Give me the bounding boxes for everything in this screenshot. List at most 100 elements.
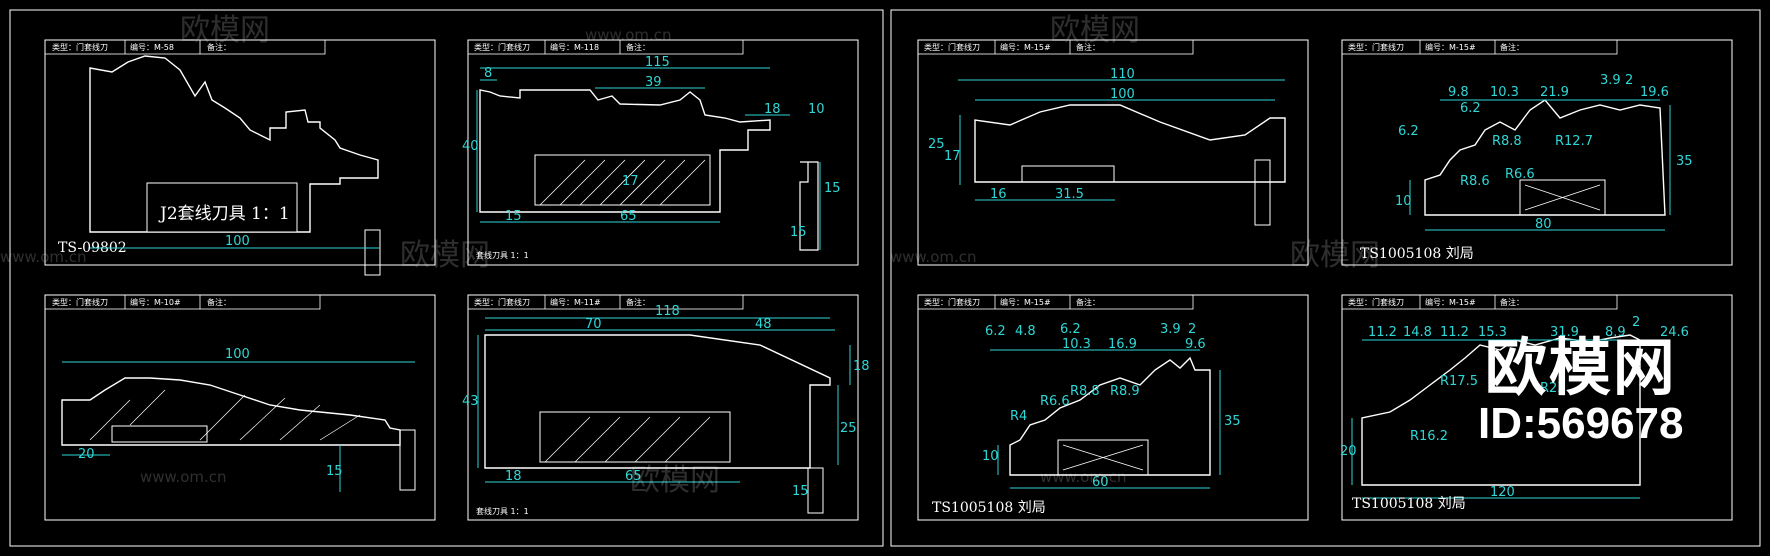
watermark-site: www.om.cn bbox=[0, 248, 87, 266]
header-type: 类型：门套线刀 bbox=[924, 42, 980, 52]
dim-r12-7: R12.7 bbox=[1555, 134, 1593, 149]
dim-21-9: 21.9 bbox=[1540, 85, 1569, 100]
watermark-logo: 欧模网 bbox=[180, 13, 270, 48]
watermark: 欧模网 欧模网 欧模网 欧模网 欧模网 www.om.cn www.om.cn … bbox=[0, 13, 1380, 498]
dim-18b: 18 bbox=[505, 469, 522, 484]
header-code: 编号：M-15# bbox=[1000, 297, 1051, 307]
dim-25: 25 bbox=[928, 137, 945, 152]
dim-35: 35 bbox=[1676, 154, 1693, 169]
drawing-title: TS1005108 刘局 bbox=[932, 500, 1046, 516]
dim-18: 18 bbox=[853, 359, 870, 374]
title-block: 类型：门套线刀 编号：M-118 备注： bbox=[467, 39, 744, 55]
dim-80: 80 bbox=[1535, 217, 1552, 232]
dim-25: 25 bbox=[840, 421, 857, 436]
dim-14-8: 14.8 bbox=[1403, 325, 1432, 340]
dim-115: 115 bbox=[645, 55, 670, 70]
dim-15-3: 15.3 bbox=[1478, 325, 1507, 340]
title-block: 类型：门套线刀 编号：M-10# 备注： bbox=[44, 294, 321, 310]
header-type: 类型：门套线刀 bbox=[474, 42, 530, 52]
header-type: 类型：门套线刀 bbox=[1348, 297, 1404, 307]
dim-20: 20 bbox=[78, 447, 95, 462]
title-block: 类型：门套线刀 编号：M-15# 备注： bbox=[917, 39, 1194, 55]
header-code: 编号：M-15# bbox=[1425, 297, 1476, 307]
header-code: 编号：M-10# bbox=[130, 297, 181, 307]
dim-15: 15 bbox=[792, 484, 809, 499]
header-note: 备注： bbox=[626, 297, 650, 307]
dim-2: 2 bbox=[1632, 315, 1640, 330]
dim-100: 100 bbox=[225, 347, 250, 362]
dim-60: 60 bbox=[1092, 475, 1109, 490]
dim-31-5: 31.5 bbox=[1055, 187, 1084, 202]
dim-110: 110 bbox=[1110, 67, 1135, 82]
blade-profile bbox=[1361, 334, 1641, 486]
dim-15b: 15 bbox=[824, 181, 841, 196]
dim-r6-6: R6.6 bbox=[1505, 167, 1535, 182]
dim-3-9: 3.9 bbox=[1160, 322, 1181, 337]
dim-8: 8 bbox=[484, 66, 492, 81]
header-type: 类型：门套线刀 bbox=[1348, 42, 1404, 52]
dim-39: 39 bbox=[645, 75, 662, 90]
dim-r16-2: R16.2 bbox=[1410, 429, 1448, 444]
dim-9-8: 9.8 bbox=[1448, 85, 1469, 100]
dim-6-2b: 6.2 bbox=[1398, 124, 1419, 139]
dim-r17-5: R17.5 bbox=[1440, 374, 1478, 389]
header-type: 类型：门套线刀 bbox=[52, 42, 108, 52]
dim-40: 40 bbox=[462, 139, 479, 154]
watermark-site: www.om.cn bbox=[1040, 468, 1127, 486]
drawing-title: J2套线刀具 1：1 bbox=[158, 204, 290, 224]
title-block: 类型：门套线刀 编号：M-15# 备注： bbox=[1341, 39, 1618, 55]
drawing-title: TS1005108 刘局 bbox=[1352, 496, 1466, 512]
dim-10: 10 bbox=[1395, 194, 1412, 209]
drawing-panel-7: 类型：门套线刀 编号：M-15# 备注： 6.2 4.8 6.2 10.3 16… bbox=[917, 294, 1309, 521]
header-note: 备注： bbox=[626, 42, 650, 52]
blade-profile bbox=[479, 89, 771, 213]
header-code: 编号：M-118 bbox=[550, 42, 599, 52]
header-code: 编号：M-15# bbox=[1000, 42, 1051, 52]
drawing-panel-1: 类型：门套线刀 编号：M-58 备注： J2套线刀具 1：1 TS-09802 … bbox=[44, 39, 436, 276]
dim-11-2b: 11.2 bbox=[1440, 325, 1469, 340]
dim-11-2: 11.2 bbox=[1368, 325, 1397, 340]
dim-10: 10 bbox=[808, 102, 825, 117]
sheet-border-right bbox=[890, 9, 1761, 547]
drawing-panel-3: 类型：门套线刀 编号：M-15# 备注： 110 100 25 17 16 31… bbox=[917, 39, 1309, 266]
title-block: 类型：门套线刀 编号：M-11# 备注： bbox=[467, 294, 744, 310]
dim-16-9: 16.9 bbox=[1108, 337, 1137, 352]
brand-watermark: 欧模网 ID:569678 bbox=[1478, 336, 1683, 447]
blade-profile bbox=[1009, 356, 1211, 476]
sheet-border-left bbox=[9, 9, 884, 547]
dim-r8-6: R8.6 bbox=[1460, 174, 1490, 189]
dim-16: 16 bbox=[990, 187, 1007, 202]
dim-65: 65 bbox=[620, 209, 637, 224]
dim-20: 20 bbox=[1340, 444, 1357, 459]
dim-15: 15 bbox=[326, 464, 343, 479]
title-block: 类型：门套线刀 编号：M-15# 备注： bbox=[917, 294, 1194, 310]
dim-31-9: 31.9 bbox=[1550, 325, 1579, 340]
dim-width: 100 bbox=[225, 234, 250, 249]
dim-r23: R23 bbox=[1540, 381, 1566, 396]
dim-r4: R4 bbox=[1010, 409, 1027, 424]
dim-118: 118 bbox=[655, 304, 680, 319]
watermark-site: www.om.cn bbox=[890, 248, 977, 266]
drawing-panel-8: 类型：门套线刀 编号：M-15# 备注： 11.2 14.8 11.2 15.3… bbox=[1340, 294, 1733, 521]
brand-id: ID:569678 bbox=[1478, 399, 1684, 449]
drawing-title: 套线刀具 1：1 bbox=[476, 250, 529, 260]
header-note: 备注： bbox=[1500, 42, 1524, 52]
header-note: 备注： bbox=[207, 297, 231, 307]
dim-6-2b: 6.2 bbox=[1060, 322, 1081, 337]
header-note: 备注： bbox=[1076, 297, 1100, 307]
dim-18: 18 bbox=[764, 102, 781, 117]
header-note: 备注： bbox=[1076, 42, 1100, 52]
dim-10-3: 10.3 bbox=[1062, 337, 1091, 352]
header-code: 编号：M-58 bbox=[130, 42, 174, 52]
dim-10-3: 10.3 bbox=[1490, 85, 1519, 100]
header-code: 编号：M-15# bbox=[1425, 42, 1476, 52]
drawing-title: 套线刀具 1：1 bbox=[476, 506, 529, 516]
header-code: 编号：M-11# bbox=[550, 297, 601, 307]
title-block: 类型：门套线刀 编号：M-15# 备注： bbox=[1341, 294, 1618, 310]
drawing-panel-5: 类型：门套线刀 编号：M-10# 备注： 100 20 15 bbox=[44, 294, 436, 521]
dim-r8-8: R8.8 bbox=[1492, 134, 1522, 149]
watermark-logo: 欧模网 bbox=[1290, 238, 1380, 273]
dim-6-2: 6.2 bbox=[985, 324, 1006, 339]
title-block: 类型：门套线刀 编号：M-58 备注： bbox=[44, 39, 326, 55]
dim-6-2: 6.2 bbox=[1460, 101, 1481, 116]
